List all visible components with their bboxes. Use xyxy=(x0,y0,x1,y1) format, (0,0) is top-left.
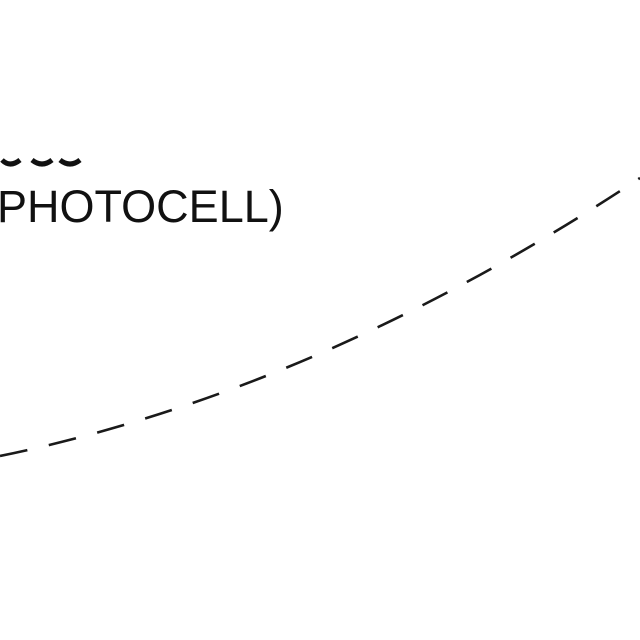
cropped-text-fragment xyxy=(0,157,82,167)
photocell-label: (PHOTOCELL) xyxy=(0,181,284,232)
